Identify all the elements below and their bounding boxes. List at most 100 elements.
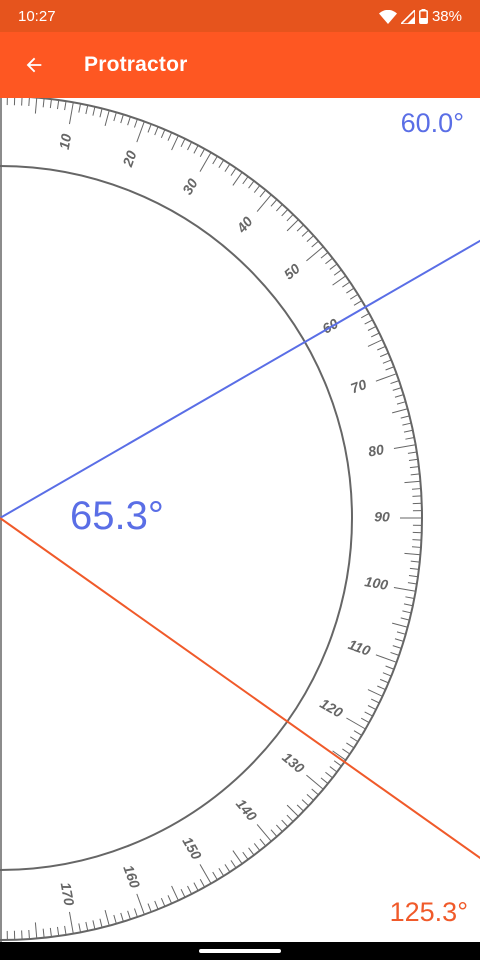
difference-angle-readout: 65.3°	[70, 494, 164, 538]
scale-tick	[92, 106, 96, 116]
scale-tick	[78, 103, 82, 113]
scale-tick	[364, 319, 373, 325]
arrow-left-icon	[26, 57, 42, 73]
scale-tick	[375, 654, 397, 663]
status-time: 10:27	[18, 8, 56, 25]
scale-tick	[275, 204, 283, 212]
scale-tick	[248, 847, 255, 856]
status-bar: 10:27 38%	[0, 0, 480, 32]
scale-tick	[199, 152, 212, 172]
scale-label: 10	[56, 132, 74, 150]
scale-tick	[325, 771, 333, 779]
scale-label: 140	[233, 796, 260, 824]
scale-tick	[187, 141, 193, 151]
arm-line-orange[interactable]	[0, 517, 480, 888]
scale-tick	[409, 567, 419, 570]
scale-tick	[332, 750, 346, 761]
scale-tick	[402, 422, 412, 426]
scale-tick	[85, 921, 89, 931]
scale-tick	[187, 885, 193, 895]
scale-tick	[407, 451, 417, 454]
scale-tick	[404, 480, 421, 484]
scale-tick	[270, 199, 278, 207]
scale-tick	[320, 777, 329, 784]
scale-tick	[147, 903, 152, 913]
scale-tick	[85, 105, 89, 115]
scale-tick	[346, 742, 355, 749]
scale-tick	[346, 287, 355, 294]
scale-tick	[133, 118, 138, 128]
scale-tick	[396, 401, 406, 405]
scale-tick	[232, 850, 243, 864]
scale-tick	[301, 229, 309, 237]
scale-tick	[394, 638, 404, 642]
scale-tick	[64, 925, 67, 935]
scale-tick	[160, 897, 166, 907]
protractor-inner-arc	[0, 165, 353, 871]
home-gesture-handle[interactable]	[199, 949, 281, 953]
scale-tick	[218, 867, 225, 877]
scale-label: 50	[281, 260, 303, 282]
scale-tick	[199, 878, 206, 888]
scale-tick	[281, 819, 289, 827]
scale-tick	[259, 189, 266, 198]
scale-tick	[306, 235, 314, 243]
scale-tick	[311, 240, 319, 248]
scale-tick	[42, 98, 45, 108]
scale-tick	[120, 114, 124, 124]
arm-line-blue[interactable]	[0, 198, 480, 519]
scale-tick	[306, 246, 324, 262]
scale-tick	[256, 824, 272, 842]
scale-tick	[346, 717, 366, 730]
status-icons: 38%	[378, 8, 462, 25]
scale-tick	[281, 209, 289, 217]
scale-tick	[400, 617, 410, 621]
scale-tick	[34, 98, 38, 114]
scale-tick	[127, 910, 131, 920]
scale-label: 30	[179, 176, 201, 198]
scale-tick	[409, 466, 419, 469]
scale-tick	[154, 900, 159, 910]
scale-label: 40	[233, 213, 256, 236]
scale-tick	[377, 685, 386, 691]
scale-label: 170	[58, 881, 78, 907]
scale-tick	[367, 689, 383, 697]
scale-tick	[56, 926, 60, 936]
scale-tick	[68, 911, 74, 934]
scale-tick	[379, 678, 389, 684]
scale-tick	[253, 185, 261, 193]
scale-tick	[301, 799, 309, 807]
scale-tick	[379, 352, 389, 358]
scale-tick	[411, 546, 422, 548]
back-button[interactable]	[10, 41, 58, 89]
scale-tick	[370, 332, 380, 338]
scale-tick	[212, 871, 218, 880]
scale-tick	[353, 730, 362, 736]
scale-tick	[377, 345, 386, 351]
scale-tick	[232, 172, 243, 186]
scale-tick	[410, 473, 420, 476]
protractor-canvas[interactable]: 1020304050607080901001101201301401501601…	[0, 98, 480, 942]
scale-tick	[394, 394, 404, 398]
scale-tick	[392, 622, 408, 628]
scale-tick	[113, 112, 117, 122]
scale-tick	[64, 101, 67, 111]
scale-tick	[127, 116, 131, 126]
app-title: Protractor	[84, 53, 188, 76]
scale-tick	[367, 705, 377, 711]
scale-label: 120	[317, 695, 345, 721]
scale-tick	[296, 804, 304, 812]
scale-tick	[403, 429, 413, 433]
scale-tick	[402, 610, 412, 614]
scale-tick	[393, 444, 416, 450]
scale-label: 60	[319, 315, 341, 337]
scale-tick	[404, 552, 421, 556]
scale-tick	[242, 851, 249, 860]
scale-tick	[367, 339, 383, 347]
scale-label: 90	[374, 509, 390, 525]
scale-tick	[230, 860, 237, 869]
scale-tick	[408, 574, 418, 578]
scale-tick	[286, 804, 299, 817]
scale-tick	[286, 814, 294, 822]
battery-percent: 38%	[431, 8, 462, 25]
